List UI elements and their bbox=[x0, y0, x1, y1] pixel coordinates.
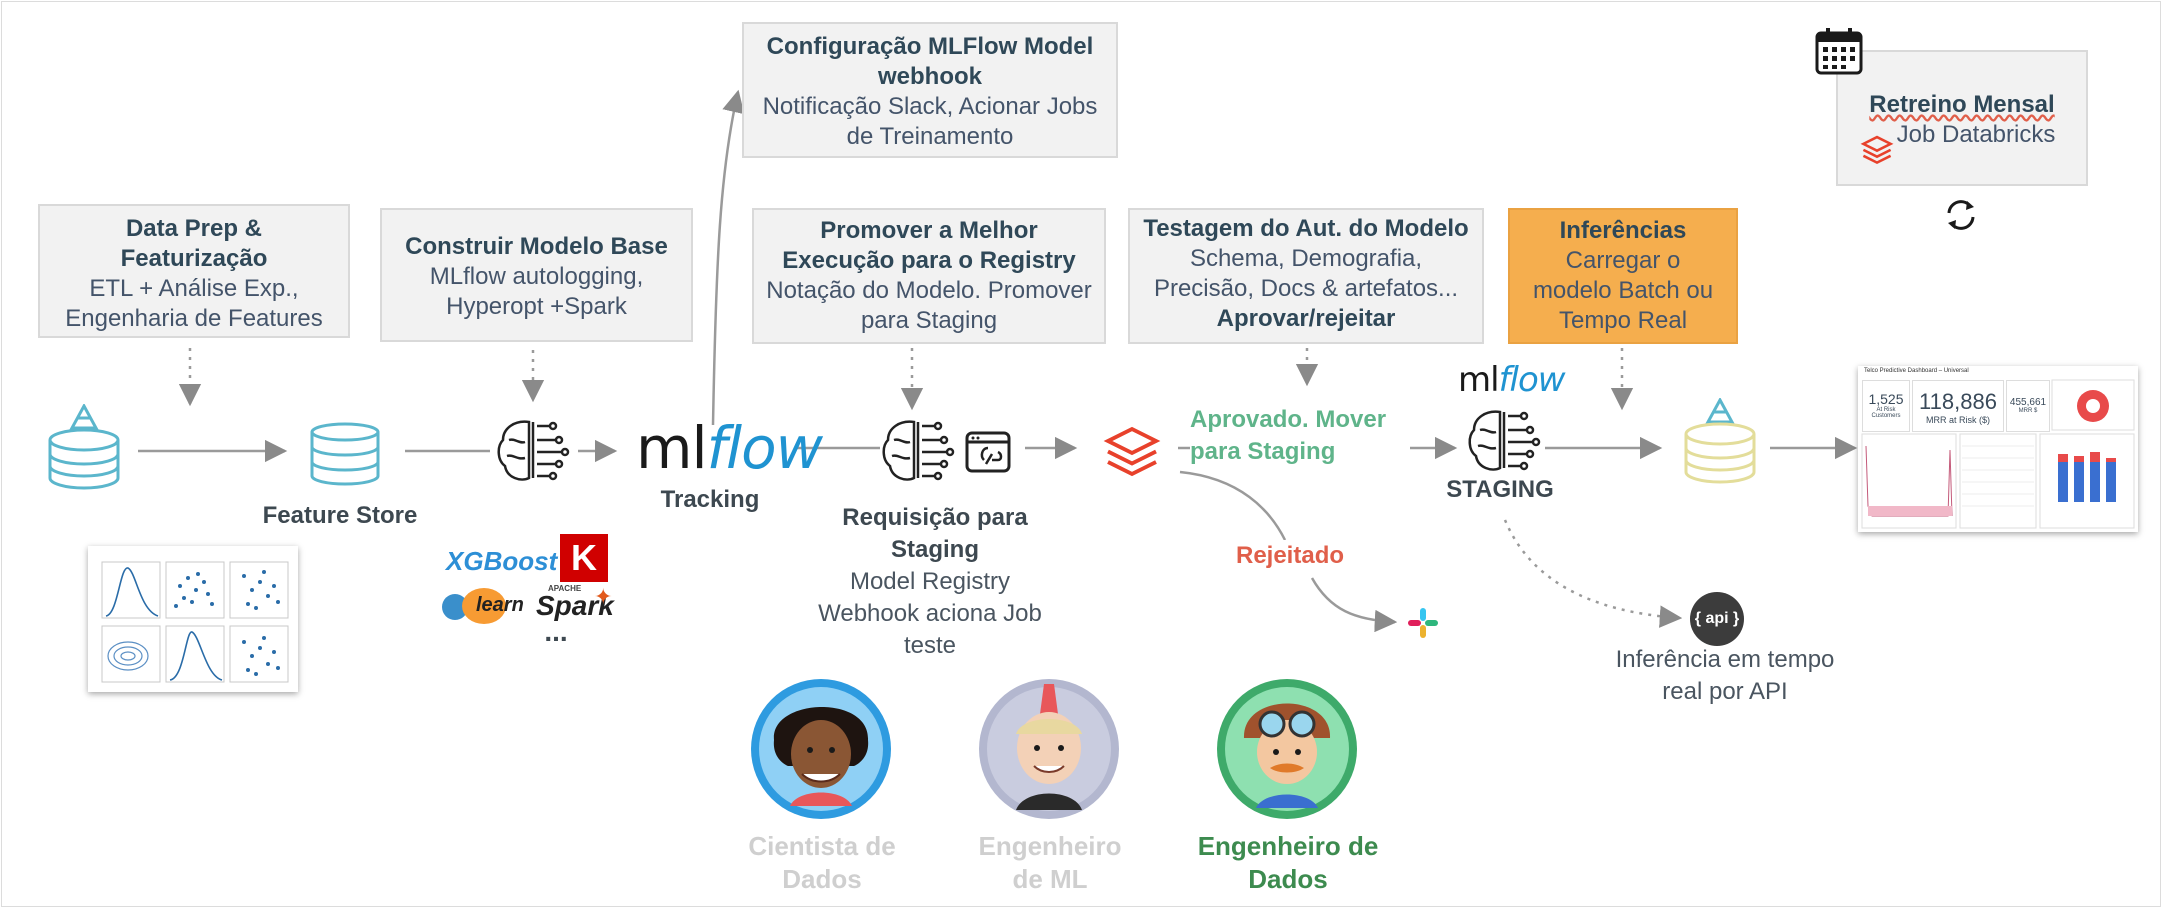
sklearn-text: learn bbox=[476, 594, 524, 616]
pairplot-image bbox=[101, 561, 289, 683]
mlflow-staging-logo: mlflow bbox=[1458, 360, 1566, 400]
box-modelo-base-body: MLflow autologging, Hyperopt +Spark bbox=[429, 263, 644, 320]
kpi3-label: MRR $ bbox=[2018, 408, 2038, 414]
kpi1-label: At Risk Customers bbox=[1871, 407, 1901, 419]
box-inferencias: Inferências Carregar o modelo Batch ou T… bbox=[1508, 208, 1738, 344]
box-webhook-body: Notificação Slack, Acionar Jobs de Trein… bbox=[762, 93, 1098, 150]
arrow-mlflow-to-webhook bbox=[711, 89, 745, 426]
slack-icon bbox=[1408, 608, 1438, 638]
avatar-engenheiro-ml bbox=[979, 679, 1119, 819]
database-icon bbox=[310, 422, 380, 486]
tracking-label: Tracking bbox=[660, 486, 760, 513]
avatar-engenheiro-dados bbox=[1217, 679, 1357, 819]
box-testagem-title: Testagem do Aut. do Modelo bbox=[1143, 215, 1469, 242]
box-testagem-body: Schema, Demografia, Precisão, Docs & art… bbox=[1153, 245, 1459, 302]
box-inferencias-body: Carregar o modelo Batch ou Tempo Real bbox=[1532, 247, 1714, 334]
refresh-icon bbox=[1947, 200, 1975, 230]
more-ellipsis: ... bbox=[544, 616, 568, 647]
spark-text: Spark bbox=[536, 590, 614, 621]
mlflow-staging-flow-text: flow bbox=[1498, 360, 1566, 400]
avatar-cientista bbox=[751, 679, 891, 819]
kpi1-value: 1,525 bbox=[1868, 391, 1904, 407]
box-data-prep: Data Prep & Featurização ETL + Análise E… bbox=[38, 204, 350, 338]
brain-circuit-icon bbox=[1468, 410, 1541, 471]
box-promover-title: Promover a Melhor Execução para o Regist… bbox=[782, 217, 1076, 274]
arrow-rejected-to-slack bbox=[1310, 577, 1398, 633]
box-retreino-body: Job Databricks bbox=[1896, 121, 2056, 148]
dashboard-thumbnail: Telco Predictive Dashboard – Universal 1… bbox=[1858, 366, 2138, 532]
box-promover: Promover a Melhor Execução para o Regist… bbox=[752, 208, 1106, 344]
box-modelo-base-title: Construir Modelo Base bbox=[405, 233, 668, 260]
staging-label: STAGING bbox=[1446, 476, 1554, 503]
brain-circuit-icon bbox=[882, 420, 955, 481]
delta-lake-icon bbox=[48, 404, 120, 490]
dashboard-kpi3: 455,661 MRR $ bbox=[2006, 380, 2050, 432]
box-testagem-bold: Aprovar/rejeitar bbox=[1216, 305, 1396, 332]
mlflow-flow-text: flow bbox=[706, 414, 823, 482]
kpi3-value: 455,661 bbox=[2009, 397, 2047, 408]
feature-store-label: Feature Store bbox=[262, 502, 418, 529]
mlflow-logo: mlflow bbox=[636, 414, 823, 482]
spark-logo: APACHE Spark ✦ bbox=[536, 584, 616, 630]
xgboost-logo: XGBoost bbox=[446, 546, 558, 576]
box-webhook: Configuração MLFlow Model webhook Notifi… bbox=[742, 22, 1118, 158]
databricks-icon bbox=[1103, 426, 1161, 477]
box-inferencias-title: Inferências bbox=[1559, 217, 1687, 244]
box-modelo-base: Construir Modelo Base MLflow autologging… bbox=[380, 208, 693, 342]
dashboard-charts bbox=[1861, 379, 2135, 529]
box-promover-body: Notação do Modelo. Promover para Staging bbox=[766, 277, 1092, 334]
mlflow-ml-text: ml bbox=[636, 414, 708, 482]
requisicao-body: Model Registry Webhook aciona Job teste bbox=[818, 568, 1042, 659]
databricks-small-icon bbox=[1860, 135, 1894, 165]
api-icon: { api } bbox=[1690, 592, 1744, 646]
sklearn-circle-orange bbox=[462, 588, 506, 624]
dashboard-kpi2: 118,886 MRR at Risk ($) bbox=[1912, 380, 2004, 432]
keras-logo: K bbox=[560, 534, 608, 582]
spark-star-icon: ✦ bbox=[594, 584, 613, 609]
delta-lake-icon bbox=[1684, 398, 1756, 484]
role-cientista: Cientista de Dados bbox=[748, 831, 896, 894]
role-engenheiro-dados: Engenheiro de Dados bbox=[1197, 831, 1379, 894]
requisicao-title: Requisição para Staging bbox=[842, 504, 1028, 563]
inferencia-api-label: Inferência em tempo real por API bbox=[1615, 646, 1835, 705]
box-testagem: Testagem do Aut. do Modelo Schema, Demog… bbox=[1128, 208, 1484, 344]
role-engenheiro-ml: Engenheiro de ML bbox=[978, 831, 1122, 894]
box-retreino-title: Retreino Mensal bbox=[1869, 91, 2055, 118]
kpi2-label: MRR at Risk ($) bbox=[1925, 415, 1990, 425]
webhook-icon bbox=[965, 431, 1011, 473]
box-webhook-title: Configuração MLFlow Model webhook bbox=[766, 33, 1094, 90]
dashboard-title: Telco Predictive Dashboard – Universal bbox=[1864, 368, 1969, 374]
pairplot-thumbnail bbox=[88, 546, 298, 692]
arrow-databricks-to-slack bbox=[1179, 470, 1287, 541]
kpi2-value: 118,886 bbox=[1919, 389, 1997, 414]
calendar-icon bbox=[1815, 28, 1863, 75]
rejeitado-label: Rejeitado bbox=[1220, 540, 1360, 572]
aprovado-label: Aprovado. Mover para Staging bbox=[1190, 404, 1410, 468]
spark-apache-text: APACHE bbox=[548, 584, 582, 593]
sklearn-logo: learn bbox=[440, 588, 524, 624]
mlflow-staging-ml-text: ml bbox=[1458, 360, 1500, 400]
box-data-prep-body: ETL + Análise Exp., Engenharia de Featur… bbox=[65, 275, 323, 332]
box-data-prep-title: Data Prep & Featurização bbox=[120, 215, 268, 272]
arrow-staging-to-api bbox=[1503, 519, 1683, 628]
brain-circuit-icon bbox=[497, 420, 570, 481]
dashboard-kpi1: 1,525 At Risk Customers bbox=[1862, 380, 1910, 432]
